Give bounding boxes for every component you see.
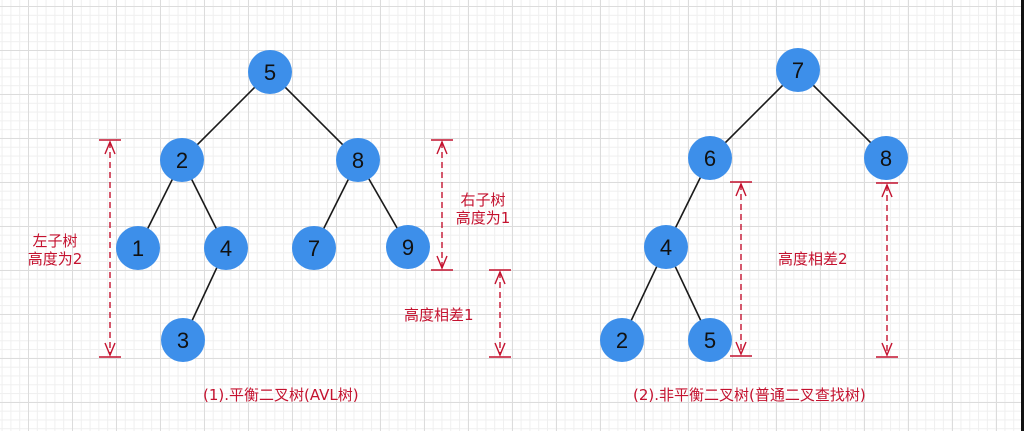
tree1-height-diff-label: 高度相差1: [404, 306, 474, 324]
arrow-up-icon: [735, 182, 747, 197]
tree-node: 9: [386, 225, 430, 269]
tree1-height-diff-dimension: [489, 269, 511, 358]
tree-node-label: 5: [704, 328, 716, 353]
tree-node-circle: [864, 136, 908, 180]
tree-node: 6: [688, 136, 732, 180]
right-subtree-height-line2: 高度为1: [455, 209, 511, 227]
right-subtree-height-line1: 右子树: [460, 191, 506, 209]
tree-node: 5: [248, 50, 292, 94]
tree-node-label: 7: [792, 58, 804, 83]
tree2-right-dimension: [876, 182, 898, 358]
tree-node-circle: [292, 226, 336, 270]
tree-node: 1: [116, 226, 160, 270]
arrow-up-icon: [881, 183, 893, 198]
arrow-down-icon: [436, 255, 448, 270]
tree-node-circle: [336, 138, 380, 182]
tree-node-circle: [248, 50, 292, 94]
tree-node: 8: [336, 138, 380, 182]
tree-node-label: 2: [176, 148, 188, 173]
tree-node-circle: [160, 138, 204, 182]
left-subtree-height-label: 左子树 高度为2: [20, 232, 90, 268]
arrow-down-icon: [104, 342, 116, 357]
arrow-up-icon: [436, 140, 448, 155]
tree-node-label: 8: [352, 148, 364, 173]
left-subtree-height-line2: 高度为2: [27, 250, 83, 268]
tree-node: 7: [776, 48, 820, 92]
left-subtree-height-dimension: [99, 139, 121, 358]
tree-node: 2: [160, 138, 204, 182]
tree2-height-diff-label: 高度相差2: [778, 250, 848, 268]
tree-node: 3: [161, 318, 205, 362]
tree-node-label: 4: [220, 236, 232, 261]
tree-node: 5: [688, 318, 732, 362]
arrow-down-icon: [735, 341, 747, 356]
tree-node-circle: [600, 318, 644, 362]
tree-node-circle: [161, 318, 205, 362]
tree-node-label: 8: [880, 146, 892, 171]
tree-node-label: 3: [177, 328, 189, 353]
tree-node-circle: [116, 226, 160, 270]
tree-node-label: 1: [132, 236, 144, 261]
tree2-caption: (2).非平衡二叉树(普通二叉查找树): [633, 386, 866, 404]
right-subtree-height-label: 右子树 高度为1: [448, 191, 518, 227]
arrow-down-icon: [494, 342, 506, 357]
tree-node-circle: [386, 225, 430, 269]
tree-node-circle: [204, 226, 248, 270]
right-subtree-height-dimension: [431, 139, 453, 271]
tree-node-label: 2: [616, 328, 628, 353]
tree1-caption: (1).平衡二叉树(AVL树): [203, 386, 359, 404]
left-subtree-height-line1: 左子树: [32, 232, 78, 250]
tree-node-label: 7: [308, 236, 320, 261]
tree-node-circle: [644, 225, 688, 269]
dimension-lines-layer: [99, 139, 898, 358]
tree-node-label: 4: [660, 235, 672, 260]
tree-node-circle: [776, 48, 820, 92]
tree2-left-dimension: [730, 181, 752, 357]
tree-node: 7: [292, 226, 336, 270]
tree-node-label: 9: [402, 235, 414, 260]
tree-node-circle: [688, 318, 732, 362]
window-right-border: [1021, 0, 1024, 431]
tree-node-label: 5: [264, 60, 276, 85]
arrow-up-icon: [104, 140, 116, 155]
tree-node: 4: [204, 226, 248, 270]
tree-node: 4: [644, 225, 688, 269]
tree-node: 2: [600, 318, 644, 362]
tree-node-circle: [688, 136, 732, 180]
arrow-up-icon: [494, 270, 506, 285]
arrow-down-icon: [881, 342, 893, 357]
tree-node: 8: [864, 136, 908, 180]
tree-node-label: 6: [704, 146, 716, 171]
